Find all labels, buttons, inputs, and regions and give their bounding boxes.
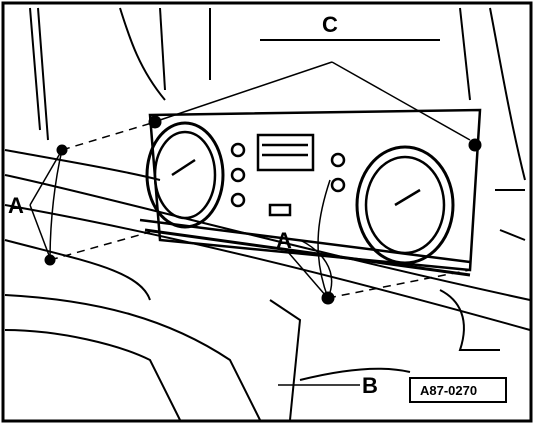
screw-top-right xyxy=(468,138,482,152)
label-c: C xyxy=(322,12,338,37)
dashed-guides xyxy=(49,121,471,299)
leader-a-left-2 xyxy=(29,204,51,259)
label-a-left: A xyxy=(8,193,24,218)
dashboard-shell xyxy=(4,7,531,421)
leader-lines xyxy=(29,61,471,386)
reference-code-box xyxy=(409,377,507,403)
center-display xyxy=(256,133,315,172)
leader-a-left-1 xyxy=(29,149,63,206)
right-gauge xyxy=(355,145,455,265)
instrument-cluster xyxy=(139,108,482,277)
cable-harness xyxy=(49,149,333,299)
left-gauge xyxy=(145,121,225,229)
label-b: B xyxy=(362,373,378,398)
screw-top-left xyxy=(148,115,162,129)
reference-code: A87-0270 xyxy=(420,383,477,398)
leader-c-right xyxy=(331,61,471,141)
label-a-center: A xyxy=(276,228,292,253)
leader-a-center xyxy=(287,251,327,297)
leader-c-left xyxy=(159,61,333,121)
